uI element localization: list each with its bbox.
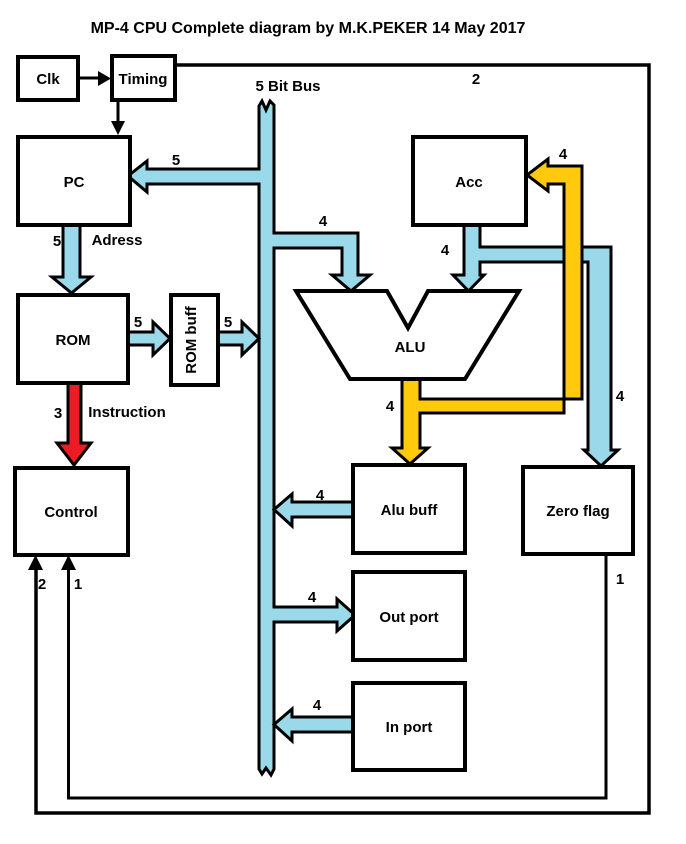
acc-label: Acc xyxy=(455,174,483,191)
alubuff-to-bus-arrow xyxy=(271,490,355,530)
bus-name-label: 5 Bit Bus xyxy=(255,78,320,95)
timing-control-loop-line xyxy=(34,63,651,815)
instruction-label: Instruction xyxy=(88,404,166,421)
rom-buff-label: ROM buff xyxy=(183,305,200,373)
control-box xyxy=(13,466,130,557)
acc-to-zero-width-label: 4 xyxy=(616,388,625,405)
bus-to-pc-width-label: 5 xyxy=(172,152,180,169)
out-port-box xyxy=(351,570,467,662)
rombuff-to-bus-arrow xyxy=(216,318,262,359)
rom-out-width-label: 5 xyxy=(134,314,142,331)
clk-box xyxy=(16,55,80,102)
zeroflag-control-line xyxy=(67,554,608,800)
timing-loop-width-label: 2 xyxy=(472,71,480,88)
alu-shape xyxy=(292,289,523,381)
rom-to-rombuff-arrow xyxy=(126,318,173,359)
alu-to-acc-width-label: 4 xyxy=(559,146,568,163)
alu-out-width-label: 4 xyxy=(386,398,395,415)
bus-to-alu-width-label: 4 xyxy=(319,213,328,230)
control-in1-width-label: 1 xyxy=(74,576,82,593)
pc-to-rom-arrow xyxy=(47,223,96,295)
control-label: Control xyxy=(44,504,97,521)
instruction-width-label: 3 xyxy=(54,405,62,422)
zero-flag-box xyxy=(521,465,635,556)
rom-box xyxy=(16,293,130,385)
timing-label: Timing xyxy=(119,71,168,88)
rom-label: ROM xyxy=(56,332,91,349)
clk-label: Clk xyxy=(36,71,60,88)
pc-box xyxy=(16,135,132,227)
alu-label: ALU xyxy=(395,339,426,356)
zero-to-control-width-label: 1 xyxy=(616,571,624,588)
timing-to-pc-arrowhead-icon xyxy=(111,121,125,135)
acc-box xyxy=(411,135,528,227)
rom-buff-box xyxy=(169,293,220,387)
page-title: MP-4 CPU Complete diagram by M.K.PEKER 1… xyxy=(91,20,526,37)
acc-to-alu-width-label: 4 xyxy=(441,242,450,259)
timing-box xyxy=(110,54,177,102)
inport-to-bus-width-label: 4 xyxy=(313,697,322,714)
zero-flag-label: Zero flag xyxy=(546,503,609,520)
zeroflag-control-arrowhead-icon xyxy=(61,555,76,570)
instruction-arrow xyxy=(53,381,95,468)
pc-label: PC xyxy=(64,174,85,191)
bus-to-outport-width-label: 4 xyxy=(308,589,317,606)
alu-buff-box xyxy=(351,463,467,555)
out-port-label: Out port xyxy=(379,609,438,626)
data-bus xyxy=(125,97,375,778)
adress-label: Adress xyxy=(92,232,143,249)
inport-to-bus-arrow xyxy=(271,705,355,745)
alubuff-to-bus-width-label: 4 xyxy=(316,487,325,504)
in-port-box xyxy=(351,681,467,772)
adress-width-label: 5 xyxy=(53,233,61,250)
alu-buff-label: Alu buff xyxy=(381,502,439,519)
clk-to-timing-arrowhead-icon xyxy=(98,71,111,86)
in-port-label: In port xyxy=(386,719,433,736)
rombuff-out-width-label: 5 xyxy=(224,314,232,331)
timing-control-arrowhead-icon xyxy=(28,555,43,570)
control-in2-width-label: 2 xyxy=(38,576,46,593)
